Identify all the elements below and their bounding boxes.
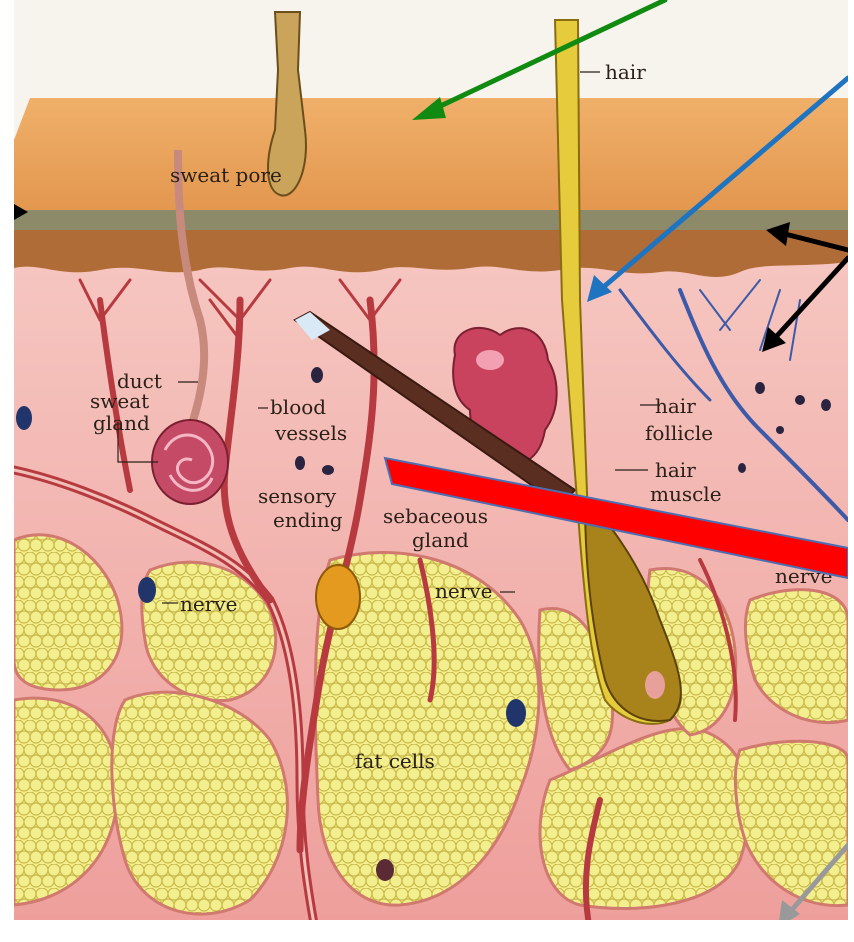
label-vessels: vessels <box>274 421 347 445</box>
label-hair-follicle-1: hair <box>655 394 696 418</box>
left-margin <box>0 0 14 942</box>
label-muscle: muscle <box>650 482 722 506</box>
label-blood: blood <box>270 395 326 419</box>
bottom-margin <box>0 920 854 942</box>
basal-line <box>14 210 848 230</box>
label-sebaceous-gland: gland <box>412 528 469 552</box>
label-sweat-pore: sweat pore <box>170 163 282 187</box>
label-sensory: sensory <box>258 484 337 508</box>
right-margin <box>848 0 854 942</box>
label-nerve-center: nerve <box>435 579 492 603</box>
label-fat-cells: fat cells <box>355 749 435 773</box>
label-hair: hair <box>605 60 646 84</box>
label-ending: ending <box>273 508 343 532</box>
label-nerve-left: nerve <box>180 592 237 616</box>
label-sweat-gland: gland <box>93 411 150 435</box>
label-sweat: sweat <box>90 389 149 413</box>
label-follicle: follicle <box>645 421 713 445</box>
label-hair-muscle-1: hair <box>655 458 696 482</box>
sensory-ending <box>316 565 360 629</box>
label-sebaceous: sebaceous <box>383 504 488 528</box>
